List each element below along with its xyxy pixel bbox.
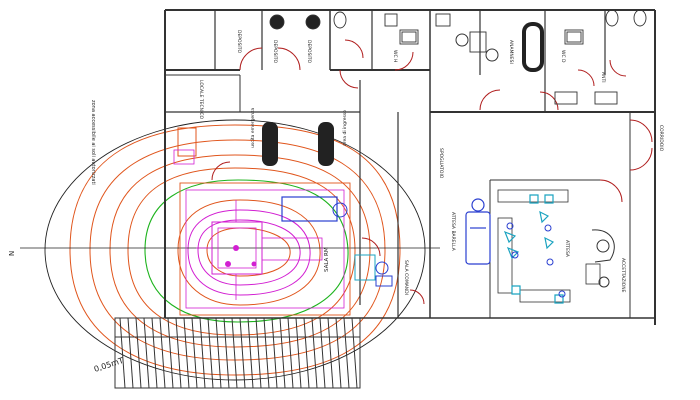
chair-icon (455, 33, 469, 47)
stretcher-icon (262, 122, 278, 166)
doors (211, 39, 653, 305)
door-arc (577, 69, 595, 87)
chair-icon (506, 222, 566, 298)
door-arc (239, 47, 263, 71)
chair-icon (485, 48, 499, 62)
door-arc (409, 289, 425, 305)
door-arc (339, 69, 359, 89)
toilet-icon (399, 29, 419, 45)
plant-icon (305, 14, 321, 30)
door-arc (629, 119, 653, 143)
stretcher-icon (318, 122, 334, 166)
deposito-label: DEPOSITO (306, 40, 312, 63)
field-strength-label: 0,05mT (93, 356, 125, 374)
contour-inner-group (177, 199, 321, 306)
anamnesi-label: ANAMNESI (508, 40, 514, 64)
door-arc (394, 51, 414, 71)
wc-label: WC H (392, 50, 398, 62)
walls (164, 9, 656, 325)
sink-icon (384, 13, 398, 27)
mr-room-furniture (173, 127, 393, 287)
chair-icon (503, 194, 564, 304)
hatched-band (114, 317, 361, 389)
sink-icon (554, 91, 578, 105)
door-arc (361, 237, 381, 257)
mri-equipment (179, 182, 351, 316)
sink-icon (605, 9, 619, 27)
door-arc (629, 147, 653, 171)
contour-green-line (144, 179, 349, 323)
deposito-label: DEPOSITO (272, 40, 278, 63)
contour-outer-line (44, 119, 426, 381)
stretcher-icon (281, 196, 338, 222)
anti-label: ANTI (600, 72, 606, 83)
wc-fixtures (269, 9, 647, 105)
sala-comandi-label: SALA COMANDI (403, 260, 409, 295)
waiting-area (497, 189, 615, 304)
sala-rm-label: SALA RM (324, 247, 330, 272)
door-arc (277, 47, 301, 71)
spogliatoio-label: SPOGLIATOIO (438, 148, 444, 179)
corridoio-label: CORRIDOIO (658, 125, 664, 152)
door-arc (479, 89, 501, 111)
stretcher-icon (465, 198, 491, 265)
door-arc (211, 161, 231, 181)
north-label: N (8, 251, 16, 256)
door-arc (609, 59, 627, 77)
locale-tecnico-label: LOCALE TECNICO (198, 80, 204, 119)
door-arc (539, 91, 559, 111)
sink-icon (633, 9, 647, 27)
attesa-label: ATTESA (564, 240, 570, 258)
uscita-emergenza-label: uscita emergenza (250, 108, 256, 148)
anamnesi-furniture (455, 22, 544, 72)
toilet-icon (333, 11, 347, 29)
chair-icon (596, 239, 610, 253)
wc-label: WC D (560, 50, 566, 63)
accettazione-label: ACCETTAZIONE (620, 258, 626, 293)
chair-icon (598, 276, 610, 288)
mri-tables (262, 122, 334, 166)
area-ingresso-label: area di ingresso (342, 110, 348, 146)
attesa-barella-label: ATTESA BARELLA (450, 212, 456, 252)
plant-icon (269, 14, 285, 30)
toilet-icon (564, 29, 584, 45)
side-note: zona accessibile ai soli autorizzati (90, 100, 96, 185)
sink-icon (594, 91, 618, 105)
sink-icon (435, 13, 451, 27)
door-arc (344, 39, 364, 59)
door-arc (599, 179, 623, 203)
deposito-label: DEPOSITO (236, 30, 242, 53)
